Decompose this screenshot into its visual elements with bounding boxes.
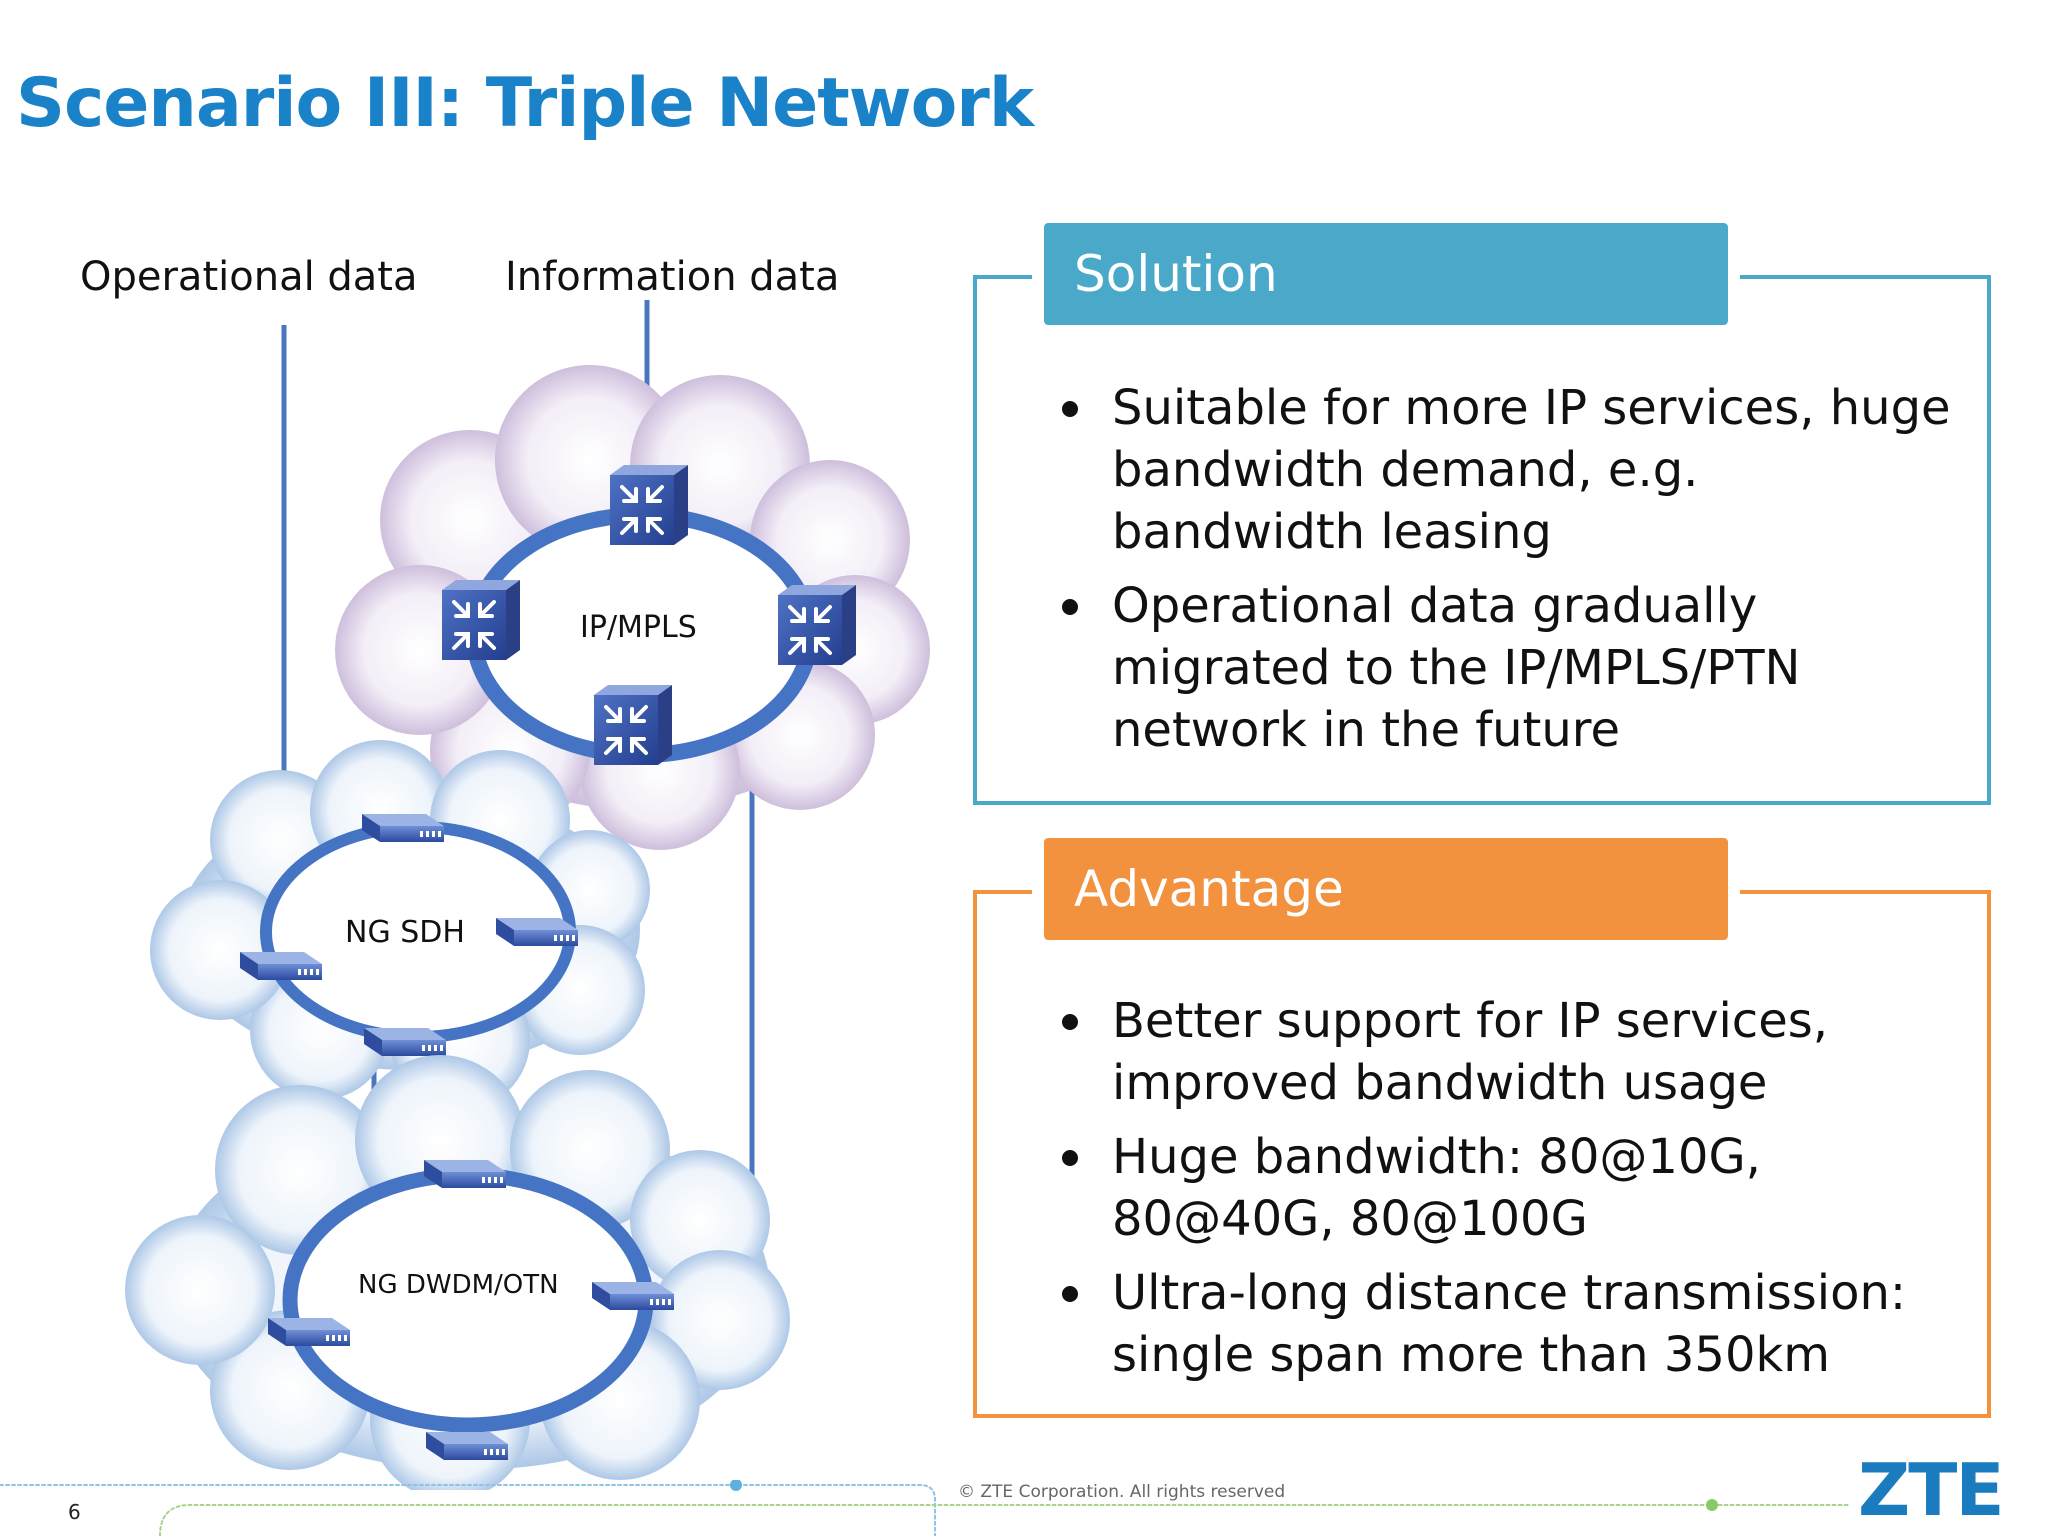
information-data-label: Information data (505, 254, 839, 300)
page-number: 6 (68, 1500, 81, 1524)
footer-decoration (0, 1480, 1851, 1536)
solution-panel: Solution Suitable for more IP services, … (973, 211, 1991, 805)
zte-logo: ZTE (1858, 1448, 2005, 1532)
solution-bullet: Suitable for more IP services, huge band… (1062, 377, 1962, 563)
advantage-bullet: Better support for IP services, improved… (1062, 990, 1962, 1114)
advantage-bullet-list: Better support for IP services, improved… (1062, 990, 1962, 1398)
advantage-header: Advantage (1032, 826, 1740, 952)
copyright-text: © ZTE Corporation. All rights reserved (958, 1482, 1286, 1502)
operational-data-label: Operational data (80, 254, 418, 300)
sdh-cloud (150, 740, 650, 1110)
solution-bullet-list: Suitable for more IP services, huge band… (1062, 377, 1962, 773)
dwdm-label: NG DWDM/OTN (358, 1270, 559, 1300)
solution-bullet: Operational data gradually migrated to t… (1062, 575, 1962, 761)
advantage-panel: Advantage Better support for IP services… (973, 826, 1991, 1418)
network-diagram: Operational data Information data IP/MPL… (80, 254, 930, 1490)
ipmpls-cloud (335, 365, 930, 850)
slide-title: Scenario III: Triple Network (16, 64, 1034, 143)
ipmpls-label: IP/MPLS (580, 610, 697, 645)
sdh-label: NG SDH (345, 915, 465, 950)
advantage-bullet: Ultra-long distance transmission: single… (1062, 1262, 1962, 1386)
advantage-bullet: Huge bandwidth: 80@10G, 80@40G, 80@100G (1062, 1126, 1962, 1250)
solution-header: Solution (1032, 211, 1740, 337)
dwdm-cloud (125, 1055, 790, 1490)
